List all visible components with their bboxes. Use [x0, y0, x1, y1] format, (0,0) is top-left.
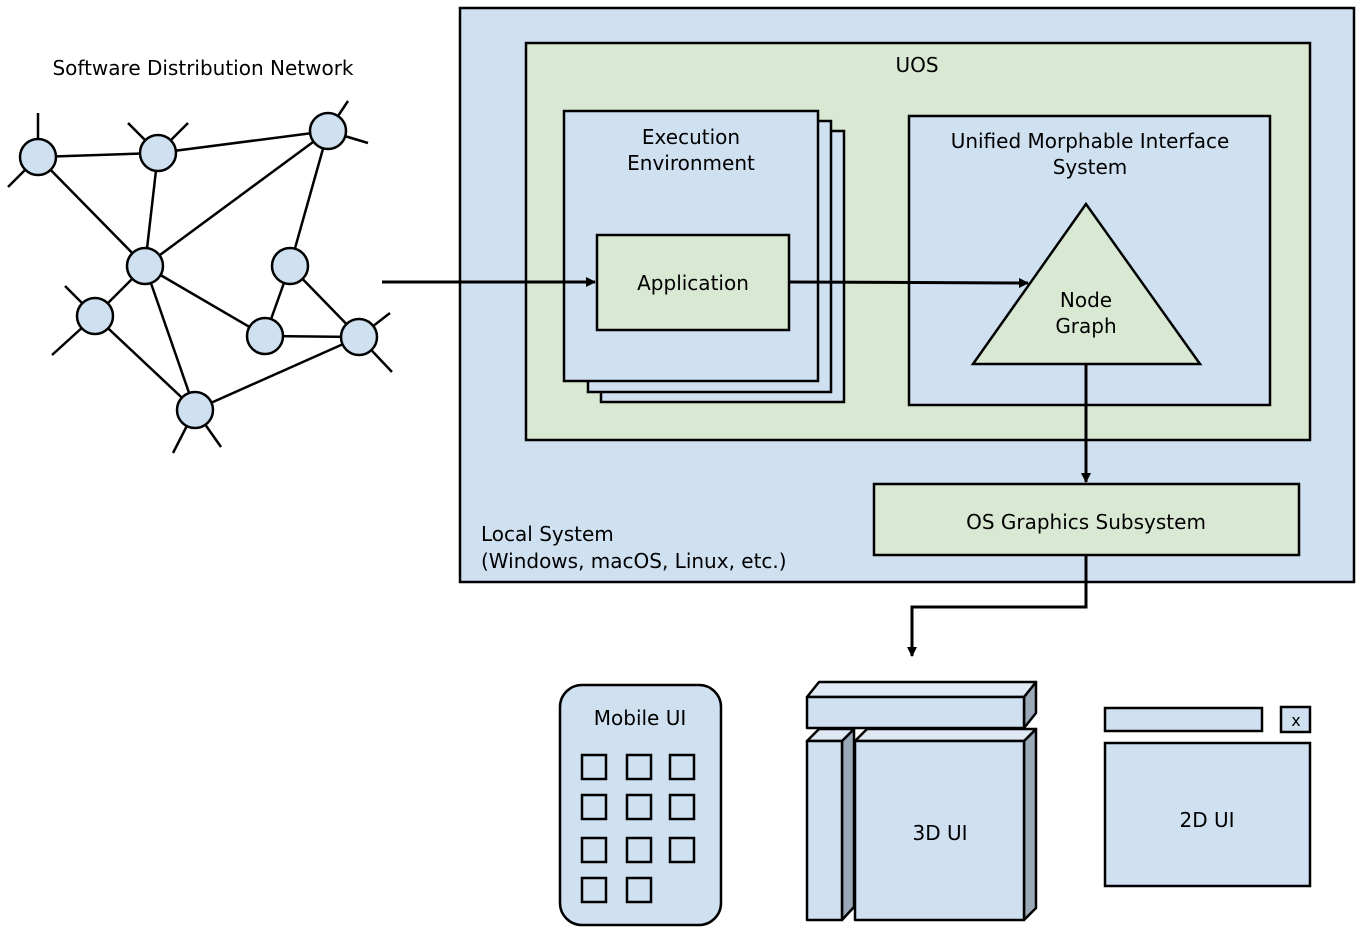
- node-graph-label-2: Graph: [1055, 314, 1116, 338]
- network-node: [245, 316, 285, 356]
- application-label: Application: [637, 271, 749, 295]
- network-node: [175, 390, 215, 430]
- app-tile-icon: [580, 793, 608, 821]
- graphics-subsystem-label: OS Graphics Subsystem: [966, 510, 1206, 534]
- two-d-ui-close-button: [1279, 705, 1312, 734]
- app-tile-icon: [580, 753, 608, 781]
- app-tile-icon: [668, 836, 696, 864]
- network-node: [125, 246, 165, 286]
- app-tile-icon: [580, 876, 608, 904]
- close-icon: x: [1291, 711, 1300, 730]
- node-graph-triangle: [970, 201, 1203, 366]
- flow-arrows: [382, 277, 1091, 657]
- local-system-label: Local System: [481, 522, 614, 546]
- execution-environment-title-2: Environment: [627, 151, 755, 175]
- umis-title: Unified Morphable Interface: [951, 129, 1230, 153]
- network-node: [138, 133, 178, 173]
- app-tile-icon: [668, 753, 696, 781]
- network-node: [75, 296, 115, 336]
- network-node: [339, 317, 379, 357]
- node-graph-label: Node: [1060, 288, 1112, 312]
- app-tile-icon: [580, 836, 608, 864]
- network-node: [270, 246, 310, 286]
- network-node: [308, 111, 348, 151]
- two-d-ui-titlebar: [1103, 706, 1264, 733]
- app-tile-icon: [625, 793, 653, 821]
- graphics-to-outputs-arrow: [907, 556, 1088, 657]
- app-tile-icon: [625, 876, 653, 904]
- local-system-os-list: (Windows, macOS, Linux, etc.): [481, 549, 787, 573]
- application-to-node-graph-arrow: [788, 277, 1029, 288]
- two-d-ui-window: [1103, 741, 1312, 888]
- application-box: [595, 233, 791, 332]
- mobile-ui-label: Mobile UI: [594, 706, 687, 730]
- network-title: Software Distribution Network: [52, 56, 353, 80]
- two-d-ui-label: 2D UI: [1179, 808, 1234, 832]
- network-node: [18, 137, 58, 177]
- network-nodes: [18, 111, 379, 430]
- three-d-ui-illustration: [805, 680, 1038, 922]
- execution-environment-title: Execution: [642, 125, 740, 149]
- umis-title-2: System: [1053, 155, 1128, 179]
- app-tile-icon: [668, 793, 696, 821]
- mobile-ui-device: [558, 683, 723, 927]
- app-tile-icon: [625, 836, 653, 864]
- three-d-ui-label: 3D UI: [912, 821, 967, 845]
- app-tile-icon: [625, 753, 653, 781]
- mobile-app-grid: [580, 753, 696, 904]
- uos-title: UOS: [895, 53, 938, 77]
- graphics-subsystem-box: [872, 482, 1301, 557]
